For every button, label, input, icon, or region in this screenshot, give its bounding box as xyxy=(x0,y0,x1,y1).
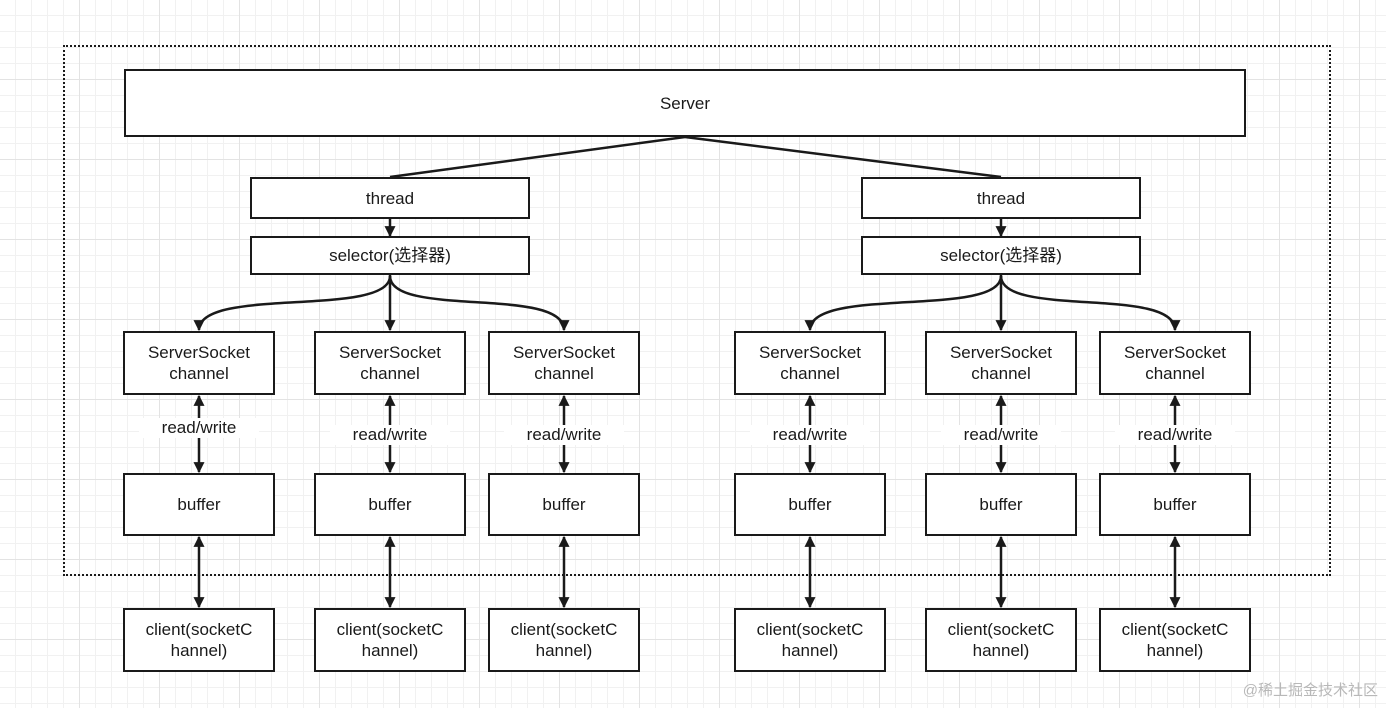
channel-box-label: ServerSocket channel xyxy=(512,343,616,383)
buffer-box-label: buffer xyxy=(979,495,1023,514)
client-box: client(socketC hannel) xyxy=(925,608,1077,672)
thread-box-label: thread xyxy=(976,188,1026,208)
client-box: client(socketC hannel) xyxy=(1099,608,1251,672)
selector-box: selector(选择器) xyxy=(250,236,530,275)
client-box-label: client(socketC hannel) xyxy=(510,620,618,660)
selector-to-channel-arrow xyxy=(999,275,1181,332)
buffer-box: buffer xyxy=(123,473,275,536)
selector-box: selector(选择器) xyxy=(861,236,1141,275)
client-box: client(socketC hannel) xyxy=(488,608,640,672)
read-write-label: read/write xyxy=(750,425,870,445)
channel-box: ServerSocket channel xyxy=(925,331,1077,395)
buffer-box: buffer xyxy=(488,473,640,536)
selector-to-channel-arrow xyxy=(193,275,392,332)
channel-box-label: ServerSocket channel xyxy=(949,343,1053,383)
selector-box-label: selector(选择器) xyxy=(940,246,1062,265)
channel-box-label: ServerSocket channel xyxy=(147,343,251,383)
buffer-box: buffer xyxy=(314,473,466,536)
server-box: Server xyxy=(124,69,1246,137)
buffer-box-label: buffer xyxy=(542,495,586,514)
thread-box: thread xyxy=(861,177,1141,219)
client-box-label: client(socketC hannel) xyxy=(947,620,1055,660)
read-write-label: read/write xyxy=(941,425,1061,445)
read-write-label: read/write xyxy=(139,418,259,438)
buffer-box-label: buffer xyxy=(788,495,832,514)
client-box-label: client(socketC hannel) xyxy=(756,620,864,660)
buffer-box-label: buffer xyxy=(177,495,221,514)
server-label: Server xyxy=(659,93,711,113)
channel-box-label: ServerSocket channel xyxy=(1123,343,1227,383)
watermark: @稀土掘金技术社区 xyxy=(1243,679,1378,700)
selector-to-channel-arrow xyxy=(804,275,1003,332)
read-write-label: read/write xyxy=(504,425,624,445)
client-box-label: client(socketC hannel) xyxy=(336,620,444,660)
server-boundary-frame xyxy=(63,45,1331,576)
channel-box: ServerSocket channel xyxy=(314,331,466,395)
channel-box-label: ServerSocket channel xyxy=(338,343,442,383)
selector-box-label: selector(选择器) xyxy=(329,246,451,265)
thread-box-label: thread xyxy=(365,188,415,208)
read-write-label: read/write xyxy=(1115,425,1235,445)
client-box: client(socketC hannel) xyxy=(314,608,466,672)
watermark-text: @稀土掘金技术社区 xyxy=(1242,682,1378,699)
read-write-label: read/write xyxy=(330,425,450,445)
buffer-box-label: buffer xyxy=(1153,495,1197,514)
server-to-thread-link xyxy=(684,135,1002,179)
client-box-label: client(socketC hannel) xyxy=(145,620,253,660)
channel-box: ServerSocket channel xyxy=(123,331,275,395)
client-box-label: client(socketC hannel) xyxy=(1121,620,1229,660)
buffer-box-label: buffer xyxy=(368,495,412,514)
selector-to-channel-arrow xyxy=(388,275,570,332)
channel-box: ServerSocket channel xyxy=(488,331,640,395)
channel-box-label: ServerSocket channel xyxy=(758,343,862,383)
channel-box: ServerSocket channel xyxy=(1099,331,1251,395)
buffer-box: buffer xyxy=(925,473,1077,536)
buffer-box: buffer xyxy=(1099,473,1251,536)
thread-box: thread xyxy=(250,177,530,219)
channel-box: ServerSocket channel xyxy=(734,331,886,395)
client-box: client(socketC hannel) xyxy=(734,608,886,672)
server-to-thread-link xyxy=(389,135,686,179)
buffer-box: buffer xyxy=(734,473,886,536)
client-box: client(socketC hannel) xyxy=(123,608,275,672)
